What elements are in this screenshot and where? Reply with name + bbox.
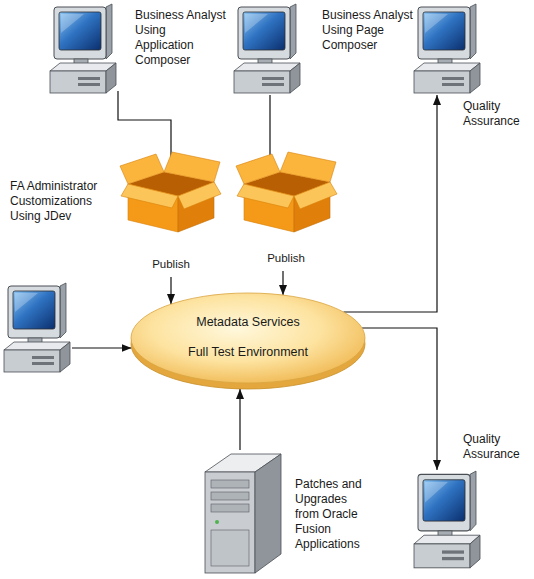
computer-icon-part xyxy=(54,7,106,59)
package-box-part xyxy=(237,184,294,208)
computer-icon-part xyxy=(60,283,66,338)
computer-node: Quality Assurance xyxy=(412,470,482,570)
node-label: Quality Assurance xyxy=(463,432,534,462)
connector-arrow xyxy=(270,95,283,295)
computer-node: FA Administrator Customizations Using JD… xyxy=(2,282,72,374)
computer-icon xyxy=(412,470,482,570)
edge-label: Publish xyxy=(246,251,326,265)
computer-icon-part xyxy=(234,63,300,71)
computer-icon-part xyxy=(414,71,470,93)
server-icon-part xyxy=(205,472,255,573)
database-disk xyxy=(130,292,366,392)
package-box-part xyxy=(236,154,280,184)
server-icon-part xyxy=(211,480,249,488)
computer-icon-part xyxy=(425,14,448,33)
computer-icon-part xyxy=(78,77,100,80)
computer-icon-part xyxy=(442,83,464,86)
computer-icon-part xyxy=(234,71,290,93)
computer-icon xyxy=(232,3,302,95)
computer-icon-part xyxy=(32,356,54,359)
node-label: Patches and Upgrades from Oracle Fusion … xyxy=(295,477,367,552)
computer-icon-part xyxy=(442,550,464,553)
connector-arrow xyxy=(239,389,240,450)
computer-icon-part xyxy=(50,71,106,93)
package-box-part xyxy=(294,182,337,209)
computer-icon-part xyxy=(50,63,116,71)
computer-icon-part xyxy=(13,291,55,329)
server-icon-part xyxy=(211,504,249,512)
node-label: Business Analyst Using Application Compo… xyxy=(135,8,227,68)
package-box xyxy=(236,152,337,232)
computer-icon-part xyxy=(290,4,296,59)
disk-label: Metadata Services xyxy=(130,315,366,330)
computer-icon-part xyxy=(32,362,54,365)
computer-icon-part xyxy=(414,63,480,71)
connector-arrow xyxy=(344,95,438,312)
connector-arrow xyxy=(118,91,171,304)
computer-icon-part xyxy=(4,342,70,350)
computer-icon-part xyxy=(106,63,116,93)
package-box-part xyxy=(121,184,178,208)
computer-icon-part xyxy=(423,480,465,521)
computer-icon-part xyxy=(60,342,70,372)
package-box xyxy=(120,152,221,232)
package-box-part xyxy=(178,182,221,209)
computer-icon-part xyxy=(470,535,480,568)
computer-icon-part xyxy=(418,474,470,531)
edge-label: Publish xyxy=(131,257,211,271)
computer-icon xyxy=(412,3,482,95)
server-icon-part xyxy=(211,530,249,566)
computer-icon-part xyxy=(414,535,480,544)
computer-icon-part xyxy=(61,14,84,33)
connector-arrow xyxy=(362,328,437,470)
database-disk-part xyxy=(131,293,365,383)
node-label: FA Administrator Customizations Using JD… xyxy=(10,179,99,224)
computer-icon-part xyxy=(59,12,101,50)
computer-icon-part xyxy=(262,77,284,80)
computer-icon-part xyxy=(290,63,300,93)
computer-icon-part xyxy=(470,471,476,531)
package-box-part xyxy=(120,154,164,184)
computer-icon-part xyxy=(15,293,38,312)
computer-node: Business Analyst Using Application Compo… xyxy=(48,3,118,95)
computer-icon-part xyxy=(4,350,60,372)
computer-node: Quality Assurance xyxy=(412,3,482,95)
computer-icon-part xyxy=(78,83,100,86)
computer-node: Business Analyst Using Page Composer xyxy=(232,3,302,95)
computer-icon xyxy=(48,3,118,95)
server-icon xyxy=(203,450,283,575)
computer-icon-part xyxy=(470,63,480,93)
computer-icon-part xyxy=(262,83,284,86)
disk-label: Full Test Environment xyxy=(130,345,366,360)
package-box-illustration xyxy=(120,148,222,234)
computer-icon-part xyxy=(414,544,470,568)
computer-icon xyxy=(2,282,72,374)
server-icon-part xyxy=(215,520,219,524)
server-icon-part xyxy=(255,454,281,573)
computer-icon-part xyxy=(418,7,470,59)
computer-icon-part xyxy=(425,482,448,503)
package-box-illustration xyxy=(236,148,338,234)
server-icon-part xyxy=(211,492,249,500)
node-label: Business Analyst Using Page Composer xyxy=(322,8,414,53)
computer-icon-part xyxy=(442,77,464,80)
computer-icon-part xyxy=(106,4,112,59)
computer-icon-part xyxy=(470,4,476,59)
computer-icon-part xyxy=(442,557,464,560)
metadata-disk: Metadata ServicesFull Test Environment xyxy=(130,292,366,392)
computer-icon-part xyxy=(238,7,290,59)
node-label: Quality Assurance xyxy=(463,99,534,129)
connector-arrow xyxy=(72,347,132,348)
computer-icon-part xyxy=(245,14,268,33)
computer-icon-part xyxy=(423,12,465,50)
package-box-part xyxy=(280,152,336,182)
server-node: Patches and Upgrades from Oracle Fusion … xyxy=(203,450,283,575)
computer-icon-part xyxy=(243,12,285,50)
computer-icon-part xyxy=(8,286,60,338)
package-box-part xyxy=(164,152,220,182)
